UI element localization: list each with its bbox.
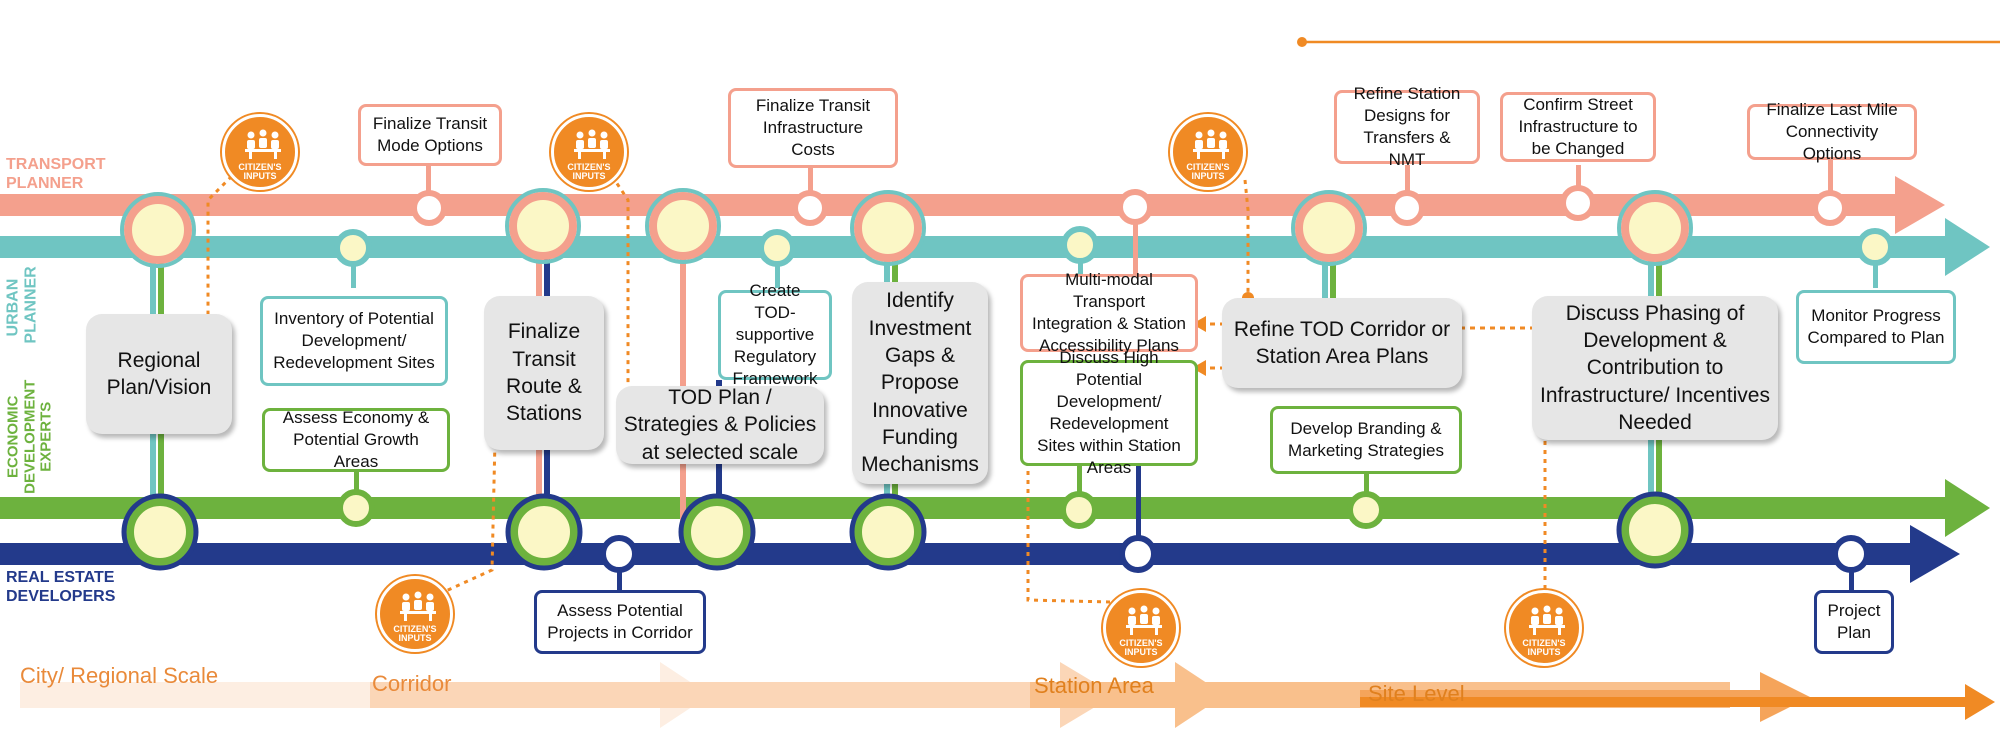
citizen-inputs-badge: CITIZEN'S INPUTS xyxy=(1170,114,1246,190)
citizen-inputs-label: CITIZEN'S INPUTS xyxy=(238,162,282,182)
task-refine-designs: Refine Station Designs for Transfers & N… xyxy=(1334,84,1480,169)
scale-label-city: City/ Regional Scale xyxy=(20,663,219,688)
transport-lane-head xyxy=(1895,176,1945,234)
citizen-inputs-badge: CITIZEN'S INPUTS xyxy=(1506,590,1582,666)
citizens-icon xyxy=(1126,605,1162,635)
stage-regional-plan: Regional Plan/Vision xyxy=(86,314,232,434)
lane-label-urban: URBAN PLANNER xyxy=(4,266,39,344)
citizen-inputs-badge: CITIZEN'S INPUTS xyxy=(1103,590,1179,666)
economic-lane-head xyxy=(1945,479,1990,537)
stage-discuss-phasing: Discuss Phasing of Development & Contrib… xyxy=(1532,296,1778,440)
citizens-icon xyxy=(245,129,281,159)
economic-lane xyxy=(0,497,1950,519)
citizen-inputs-badge: CITIZEN'S INPUTS xyxy=(222,114,298,190)
citizen-inputs-badge: CITIZEN'S INPUTS xyxy=(377,576,453,652)
lane-label-transport: TRANSPORT PLANNER xyxy=(6,156,106,193)
lane-label-real-estate: REAL ESTATE DEVELOPERS xyxy=(6,569,116,606)
citizen-inputs-label: CITIZEN'S INPUTS xyxy=(567,162,611,182)
citizens-icon xyxy=(574,129,610,159)
task-monitor: Monitor Progress Compared to Plan xyxy=(1796,290,1956,364)
citizen-inputs-label: CITIZEN'S INPUTS xyxy=(1522,638,1566,658)
header-line-dot xyxy=(1297,37,1307,47)
task-confirm-street: Confirm Street Infrastructure to be Chan… xyxy=(1500,92,1656,162)
stage-nodes-lower xyxy=(121,491,1694,571)
task-create-tod: Create TOD-supportive Regulatory Framewo… xyxy=(718,281,832,388)
task-inventory: Inventory of Potential Development/ Rede… xyxy=(260,296,448,386)
task-finalize-mode: Finalize Transit Mode Options xyxy=(358,104,502,166)
transport-lane xyxy=(0,194,1900,216)
task-project-plan: Project Plan xyxy=(1814,590,1894,654)
stage-finalize-route: Finalize Transit Route & Stations xyxy=(484,296,604,450)
task-branding: Develop Branding & Marketing Strategies xyxy=(1270,406,1462,474)
stage-refine-tod: Refine TOD Corridor or Station Area Plan… xyxy=(1222,298,1462,388)
scale-band xyxy=(20,662,1995,728)
stage-identify-gaps: Identify Investment Gaps & Propose Innov… xyxy=(852,282,988,484)
citizen-inputs-label: CITIZEN'S INPUTS xyxy=(1119,638,1163,658)
task-last-mile: Finalize Last Mile Connectivity Options xyxy=(1747,100,1917,163)
scale-label-corridor: Corridor xyxy=(372,671,452,696)
task-finalize-costs: Finalize Transit Infrastructure Costs xyxy=(728,88,898,168)
task-discuss-high: Discuss High Potential Development/ Rede… xyxy=(1020,348,1198,477)
task-assess-projects: Assess Potential Projects in Corridor xyxy=(534,590,706,654)
task-assess-economy: Assess Economy & Potential Growth Areas xyxy=(262,408,450,472)
real-estate-lane xyxy=(0,543,1915,565)
scale-label-station-area: Station Area xyxy=(1034,673,1154,698)
stage-tod-plan: TOD Plan / Strategies & Policies at sele… xyxy=(616,386,824,464)
citizens-icon xyxy=(1529,605,1565,635)
stage-nodes-upper xyxy=(120,188,1693,268)
scale-label-site-level: Site Level xyxy=(1368,681,1465,706)
citizens-icon xyxy=(1193,129,1229,159)
citizen-inputs-badge: CITIZEN'S INPUTS xyxy=(551,114,627,190)
lane-label-economic: ECONOMIC DEVELOPMENT EXPERTS xyxy=(4,379,55,494)
citizen-inputs-label: CITIZEN'S INPUTS xyxy=(393,624,437,644)
task-multimodal: Multi-modal Transport Integration & Stat… xyxy=(1020,270,1198,355)
urban-lane-head xyxy=(1945,218,1990,276)
urban-lane xyxy=(0,236,1950,258)
citizen-inputs-label: CITIZEN'S INPUTS xyxy=(1186,162,1230,182)
citizens-icon xyxy=(400,591,436,621)
task-nodes xyxy=(334,185,1894,573)
real-estate-lane-head xyxy=(1910,525,1960,583)
